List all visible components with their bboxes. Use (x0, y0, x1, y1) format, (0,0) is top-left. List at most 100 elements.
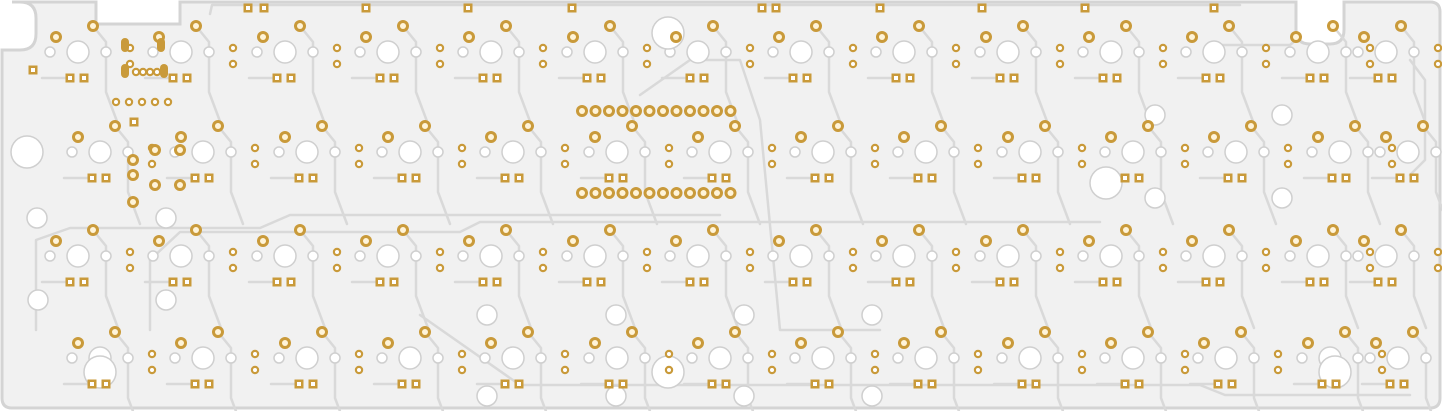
switch-r1-c2-center-hole (295, 140, 319, 164)
switch-r1-c9-pin-1-drill (1005, 134, 1011, 140)
switch-r3-c11-diode-k-drill (1216, 382, 1220, 386)
switch-r2-c10-trace-col (1124, 228, 1153, 330)
misc-pad-7-drill (130, 199, 136, 205)
switch-r2-c10-diode-a-drill (1115, 280, 1119, 284)
switch-r0-c13-peg-left (1352, 46, 1364, 58)
switch-r3-c3-trace-col (423, 330, 445, 411)
switch-r1-c5-peg-right (639, 146, 651, 158)
switch-r1-c6-peg-left (686, 146, 698, 158)
switch-r0-c0-peg-left (44, 46, 56, 58)
switch-r2-c1-via-b-drill (231, 266, 235, 270)
switch-r0-c7-via-b-drill (851, 62, 855, 66)
switch-r0-c9-peg-left (974, 46, 986, 58)
switch-r3-c8-diode-a-drill (930, 382, 934, 386)
switch-r2-c0-peg-left (44, 250, 56, 262)
switch-r1-c13-peg-left (1374, 146, 1386, 158)
switch-r1-c4-trace-col (526, 124, 555, 226)
switch-r0-c2-via-a-drill (335, 46, 339, 50)
trace-row-bus-2 (148, 220, 1102, 332)
switch-r0-c10-peg-left (1077, 46, 1089, 58)
switch-r0-c0-peg-right (100, 46, 112, 58)
mcu-pin-top-5-drill (633, 108, 639, 114)
switch-r3-c5-via-b-drill (667, 368, 671, 372)
switch-r0-c5-via-b-drill (645, 62, 649, 66)
switch-r1-c1-center-hole (191, 140, 215, 164)
switch-r2-c13-peg-left (1352, 250, 1364, 262)
switch-r3-c7-via-a-drill (873, 352, 877, 356)
mcu-pin-bottom-10-drill (700, 190, 707, 196)
switch-r3-c8-trace-col (939, 330, 961, 411)
usb-pin-4-drill (155, 70, 159, 74)
switch-r3-c2-pin-1-drill (282, 340, 288, 346)
switch-r0-c12-via-b-drill (1368, 62, 1372, 66)
switch-r1-c9-peg-right (1052, 146, 1064, 158)
switch-r3-c10-peg-left (1099, 352, 1111, 364)
mounting-hole-21 (733, 385, 755, 407)
switch-r2-c2-pin-1-drill (260, 238, 266, 244)
switch-r3-c9-diode-k-drill (1020, 382, 1024, 386)
switch-r2-c6-pin-2-drill (710, 227, 716, 233)
mounting-hole-8 (155, 207, 177, 229)
mcu-pin-bottom-3-drill (606, 190, 612, 196)
switch-r0-c12-diode-a-drill (1322, 76, 1326, 80)
switch-r3-c6-center-hole (708, 346, 732, 370)
switch-r2-c10-peg-right (1133, 250, 1145, 262)
switch-r3-c3-center-hole (398, 346, 422, 370)
switch-r0-c9-pin-1-drill (983, 34, 989, 40)
switch-r1-c8-trace-col (939, 124, 968, 226)
switch-r3-c4-center-hole (501, 346, 525, 370)
switch-r2-c11-peg-left (1180, 250, 1192, 262)
switch-r0-c13-peg-right (1408, 46, 1420, 58)
switch-r0-c5-via-a-drill (645, 46, 649, 50)
edge-pad-11-drill (1212, 6, 1216, 10)
switch-r2-c4-trace-col (504, 228, 533, 330)
switch-r0-c4-peg-right (513, 46, 525, 58)
switch-r0-c13-pin-1-drill (1361, 34, 1367, 40)
switch-r3-c2-via-a-drill (357, 352, 361, 356)
switch-r2-c13-diode-k-drill (1376, 280, 1380, 284)
switch-r0-c10-pin-1-drill (1086, 34, 1092, 40)
switch-r3-c0-peg-right (122, 352, 134, 364)
switch-r3-c4-pin-2-drill (525, 329, 531, 335)
switch-r1-c1-pin-2-drill (215, 123, 221, 129)
switch-r3-c5-diode-k-drill (607, 382, 611, 386)
switch-r0-c6-via-a-drill (748, 46, 752, 50)
switch-r2-c10-pin-1-drill (1086, 238, 1092, 244)
edge-pad-8-drill (878, 6, 882, 10)
mcu-pin-top-12-drill (727, 108, 734, 114)
switch-r0-c3-center-hole (376, 40, 400, 64)
switch-r3-c5-peg-right (639, 352, 651, 364)
switch-r0-c12-center-hole (1306, 40, 1330, 64)
switch-r2-c5-via-a-drill (645, 250, 649, 254)
mounting-hole-10 (155, 289, 177, 311)
switch-r3-c13-peg-left (1364, 352, 1376, 364)
switch-r1-c7-pin-1-drill (798, 134, 804, 140)
switch-r1-c10-diode-a-drill (1137, 176, 1141, 180)
switch-r1-c10-pin-2-drill (1145, 123, 1151, 129)
switch-r1-c8-diode-k-drill (916, 176, 920, 180)
switch-r1-c12-pin-2-drill (1352, 123, 1358, 129)
switch-r2-c9-peg-right (1030, 250, 1042, 262)
switch-r1-c11-pin-2-drill (1248, 123, 1254, 129)
switch-r1-c2-diode-a-drill (311, 176, 315, 180)
switch-r1-c13-peg-right (1430, 146, 1442, 158)
mcu-pin-top-1-drill (579, 108, 585, 114)
switch-r1-c5-trace-col (630, 124, 659, 226)
switch-r0-c11-pin-2-drill (1226, 23, 1232, 29)
switch-r1-c9-via-a-drill (1080, 146, 1084, 150)
usb-shield-right-bottom (160, 64, 168, 78)
usb-row-pin-4-drill (153, 100, 157, 104)
mcu-pin-top-2-drill (592, 108, 599, 114)
switch-r3-c12-diode-a-drill (1334, 382, 1338, 386)
switch-r1-c7-via-b-drill (873, 162, 877, 166)
switch-r0-c3-via-a-drill (438, 46, 442, 50)
switch-r3-c11-diode-a-drill (1230, 382, 1234, 386)
switch-r1-c11-peg-left (1202, 146, 1214, 158)
switch-r2-c10-via-b-drill (1161, 266, 1165, 270)
switch-r0-c3-via-b-drill (438, 62, 442, 66)
switch-r2-c9-center-hole (996, 244, 1020, 268)
switch-r2-c1-peg-left (147, 250, 159, 262)
switch-r2-c11-center-hole (1202, 244, 1226, 268)
switch-r0-c0-diode-k-drill (68, 76, 72, 80)
